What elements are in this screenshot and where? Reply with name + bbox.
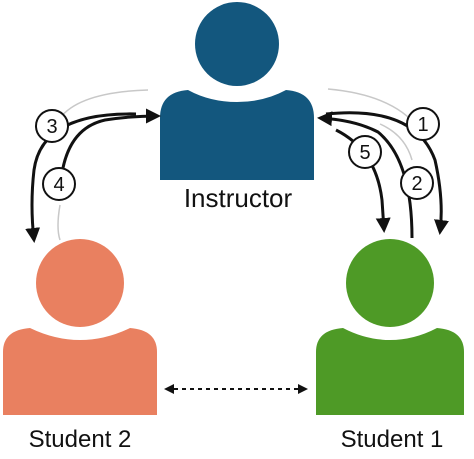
student1-figure (316, 239, 464, 415)
step-badge-1: 1 (406, 107, 440, 141)
student2-figure (3, 239, 157, 415)
step-badge-2: 2 (400, 166, 434, 200)
step-badge-2-label: 2 (411, 173, 422, 195)
step-badge-4: 4 (42, 167, 76, 201)
student1-body (316, 328, 464, 415)
arrow-instructor-to-student2 (25, 112, 137, 243)
guide-line-right-inner (379, 123, 413, 161)
instructor-head (195, 2, 279, 86)
student2-body (3, 328, 157, 415)
instructor-figure (160, 2, 314, 180)
instructor-body (160, 90, 314, 180)
guide-line-left-inner (57, 204, 61, 241)
arrow-instructor-to-student1 (325, 111, 449, 235)
step-badge-3-label: 3 (46, 116, 57, 138)
student1-label: Student 1 (341, 426, 444, 453)
student2-head (36, 239, 124, 327)
student2-label: Student 2 (29, 426, 132, 453)
student1-head (346, 239, 434, 327)
step-badge-3: 3 (35, 109, 69, 143)
step-badge-4-label: 4 (53, 174, 64, 196)
instructor-label: Instructor (184, 183, 293, 213)
step-badge-1-label: 1 (417, 114, 428, 136)
arrow-student1-to-instructor (317, 111, 414, 239)
step-badge-5: 5 (348, 135, 382, 169)
step-badge-5-label: 5 (359, 142, 370, 164)
guide-line-left-outer (59, 89, 149, 119)
